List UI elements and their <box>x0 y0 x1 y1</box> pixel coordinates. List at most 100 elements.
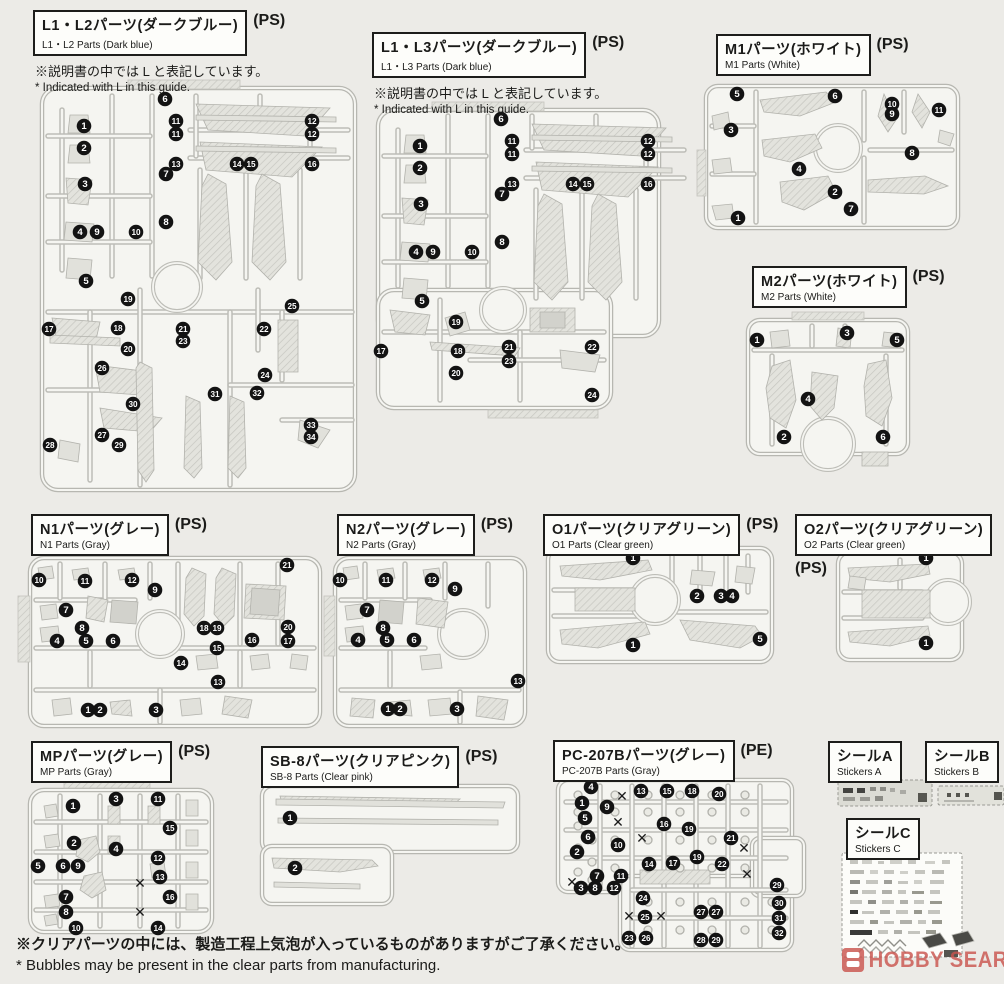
svg-text:19: 19 <box>212 624 222 633</box>
svg-text:2: 2 <box>81 143 86 154</box>
panel-title-en: Stickers C <box>855 844 901 855</box>
panel-title-jp: N1パーツ(グレー) <box>40 522 160 538</box>
svg-text:7: 7 <box>63 892 68 903</box>
panel-label-box-M1: M1パーツ(ホワイト)M1 Parts (White) <box>716 34 871 76</box>
svg-text:29: 29 <box>772 881 782 890</box>
svg-text:1: 1 <box>81 121 87 132</box>
svg-text:13: 13 <box>507 180 517 189</box>
parts-panel-L1L3: L1・L3パーツ(ダークブルー)L1・L3 Parts (Dark blue)(… <box>372 32 624 116</box>
parts-panel-PC207B: PC-207Bパーツ(グレー)PC-207B Parts (Gray)(PE) <box>553 740 773 782</box>
svg-text:14: 14 <box>644 860 654 869</box>
svg-text:8: 8 <box>592 883 598 894</box>
parts-panel-L1L2: L1・L2パーツ(ダークブルー)L1・L2 Parts (Dark blue)(… <box>33 10 285 94</box>
svg-text:3: 3 <box>418 199 423 210</box>
svg-text:✕: ✕ <box>655 909 667 925</box>
panel-title-en: Stickers A <box>837 767 882 778</box>
svg-text:✕: ✕ <box>738 841 750 857</box>
svg-text:7: 7 <box>594 871 599 882</box>
svg-text:6: 6 <box>411 635 416 646</box>
panel-title-en: L1・L2 Parts (Dark blue) <box>42 40 153 51</box>
svg-text:16: 16 <box>165 893 175 902</box>
svg-text:21: 21 <box>726 834 736 843</box>
svg-text:12: 12 <box>643 150 653 159</box>
svg-text:2: 2 <box>574 847 579 858</box>
material-tag: (PS) <box>795 560 827 577</box>
svg-text:✕: ✕ <box>741 867 753 883</box>
svg-text:1: 1 <box>923 638 929 649</box>
runner-StickerC <box>841 852 975 958</box>
panel-note: ※説明書の中では L と表記しています。* Indicated with L i… <box>374 83 624 116</box>
svg-text:32: 32 <box>774 929 784 938</box>
svg-text:2: 2 <box>71 838 76 849</box>
svg-text:18: 18 <box>113 324 123 333</box>
svg-text:5: 5 <box>757 634 763 645</box>
svg-text:11: 11 <box>508 150 517 159</box>
panel-note-en: * Indicated with L in this guide. <box>35 82 190 94</box>
svg-text:1: 1 <box>70 801 76 812</box>
svg-text:1: 1 <box>287 813 293 824</box>
material-tag: (PS) <box>592 34 625 51</box>
svg-text:14: 14 <box>232 160 242 169</box>
panel-title-en: O2 Parts (Clear green) <box>804 540 906 551</box>
svg-text:18: 18 <box>453 347 463 356</box>
svg-text:19: 19 <box>684 825 694 834</box>
svg-text:26: 26 <box>641 934 651 943</box>
svg-text:10: 10 <box>34 576 44 585</box>
svg-text:19: 19 <box>692 853 702 862</box>
svg-text:11: 11 <box>382 576 391 585</box>
panel-label-box-L1L2: L1・L2パーツ(ダークブルー) L1・L2 Parts (Dark blue) <box>33 10 248 56</box>
panel-label-box-N1: N1パーツ(グレー)N1 Parts (Gray) <box>31 514 169 556</box>
panel-label-box-PC207B: PC-207Bパーツ(グレー)PC-207B Parts (Gray) <box>553 740 735 782</box>
panel-note: ※説明書の中では L と表記しています。 * Indicated with L i… <box>35 61 285 94</box>
panel-title-jp: シールA <box>837 749 893 765</box>
svg-text:17: 17 <box>668 859 678 868</box>
svg-text:24: 24 <box>638 894 648 903</box>
svg-text:5: 5 <box>83 276 89 287</box>
svg-text:8: 8 <box>380 623 386 634</box>
parts-panel-O2: O2パーツ(クリアグリーン)O2 Parts (Clear green)(PS) <box>795 514 993 578</box>
panel-note-jp: ※説明書の中では L と表記しています。 <box>35 64 269 79</box>
parts-panel-N2: N2パーツ(グレー)N2 Parts (Gray)(PS) <box>337 514 513 556</box>
svg-text:✕: ✕ <box>134 876 146 892</box>
svg-text:9: 9 <box>452 584 457 595</box>
svg-text:12: 12 <box>127 576 137 585</box>
svg-text:11: 11 <box>172 117 181 126</box>
svg-text:27: 27 <box>696 908 706 917</box>
svg-text:4: 4 <box>355 635 361 646</box>
material-tag: (PS) <box>876 36 909 53</box>
svg-text:4: 4 <box>77 227 83 238</box>
panel-title-en: MP Parts (Gray) <box>40 767 113 778</box>
svg-text:3: 3 <box>728 125 733 136</box>
svg-text:15: 15 <box>246 160 256 169</box>
svg-text:20: 20 <box>283 623 293 632</box>
svg-text:31: 31 <box>210 390 220 399</box>
svg-text:4: 4 <box>413 247 419 258</box>
svg-text:14: 14 <box>176 659 186 668</box>
svg-text:1: 1 <box>417 141 423 152</box>
svg-text:4: 4 <box>588 782 594 793</box>
svg-text:5: 5 <box>894 335 900 346</box>
svg-text:4: 4 <box>805 394 811 405</box>
svg-text:9: 9 <box>152 585 157 596</box>
svg-text:3: 3 <box>82 179 87 190</box>
svg-text:23: 23 <box>504 357 514 366</box>
svg-text:9: 9 <box>889 109 894 120</box>
svg-text:28: 28 <box>696 936 706 945</box>
svg-text:3: 3 <box>578 883 583 894</box>
svg-text:2: 2 <box>832 187 837 198</box>
material-tag: (PS) <box>746 516 779 533</box>
svg-text:4: 4 <box>113 844 119 855</box>
svg-text:18: 18 <box>687 787 697 796</box>
parts-panel-M2: M2パーツ(ホワイト)M2 Parts (White)(PS) <box>752 266 945 308</box>
panel-title-jp: L1・L2パーツ(ダークブルー) <box>42 18 239 34</box>
svg-text:24: 24 <box>587 391 597 400</box>
parts-panel-O1: O1パーツ(クリアグリーン)O1 Parts (Clear green)(PS) <box>543 514 778 556</box>
parts-panel-SB8: SB-8パーツ(クリアピンク)SB-8 Parts (Clear pink)(P… <box>261 746 497 788</box>
panel-label-box-N2: N2パーツ(グレー)N2 Parts (Gray) <box>337 514 475 556</box>
